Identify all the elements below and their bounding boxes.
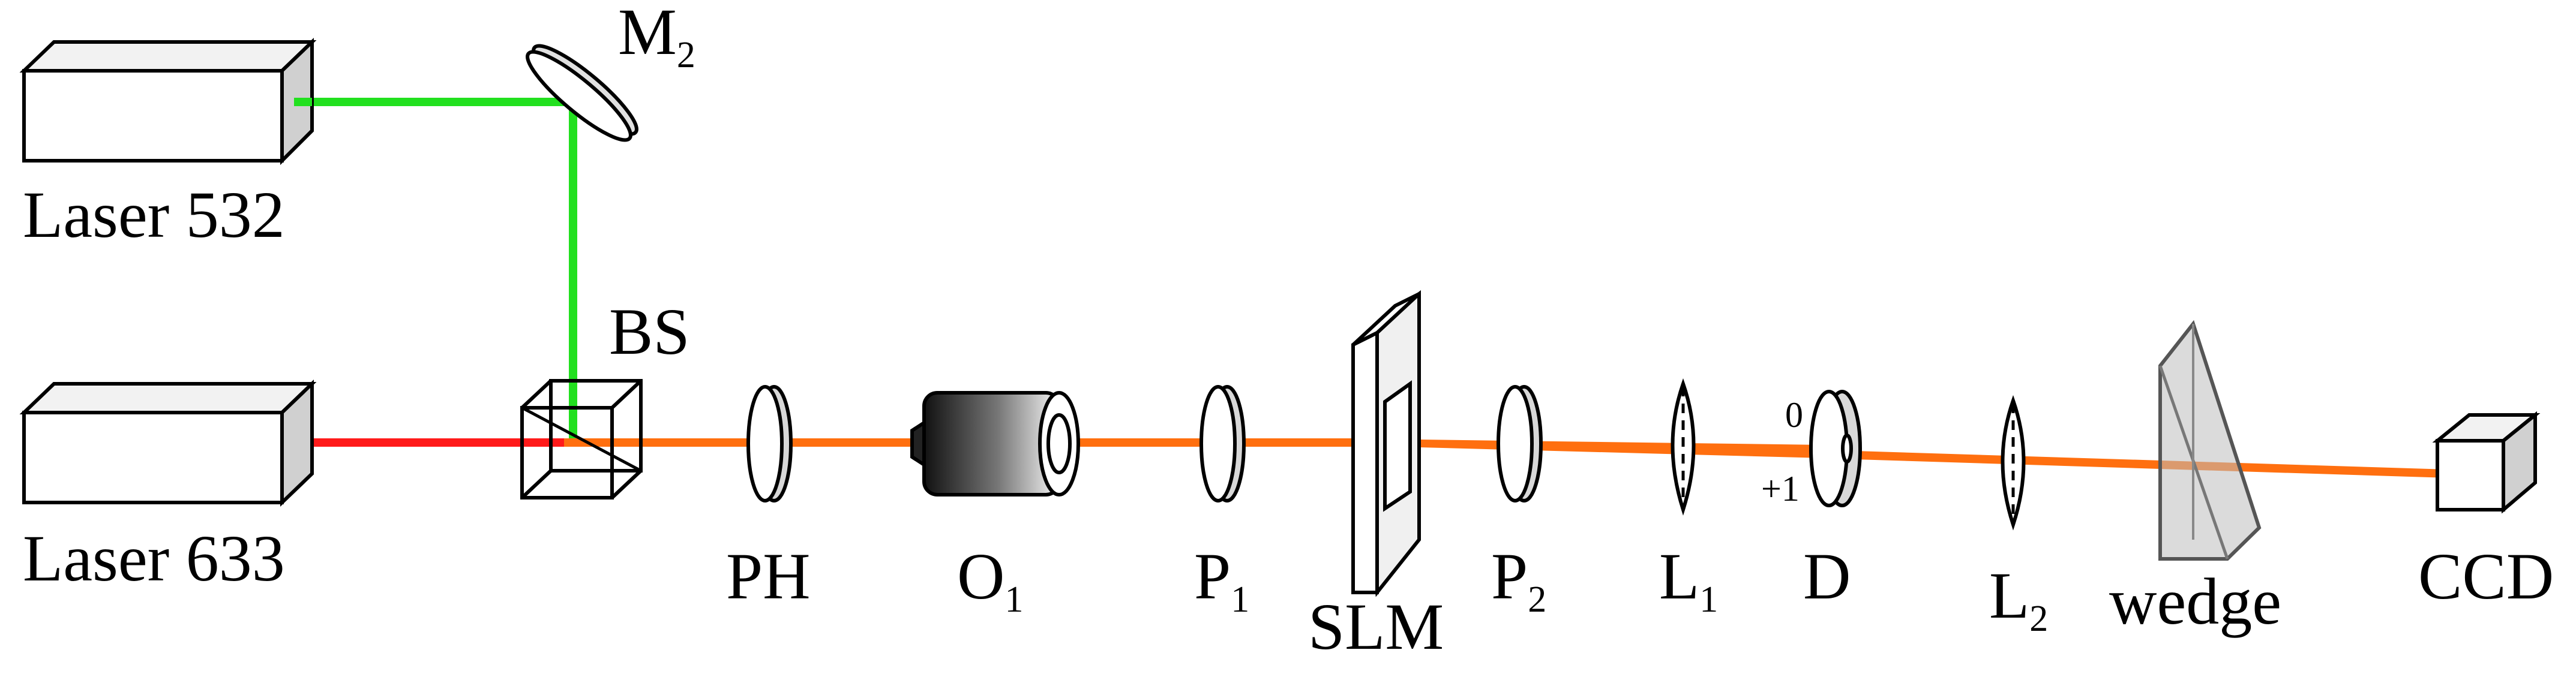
order-0-label: 0 [1785, 395, 1803, 435]
objective-o1 [910, 391, 1080, 497]
polarizer-p2 [1497, 385, 1543, 503]
lens-l1-label: L1 [1659, 540, 1718, 620]
ccd-camera [2432, 411, 2541, 514]
laser-633-box [19, 379, 317, 507]
beamsplitter-label: BS [609, 295, 690, 368]
diaphragm-d [1809, 390, 1862, 507]
wedge-label: wedge [2109, 565, 2281, 638]
lens-l2 [2001, 395, 2026, 531]
slm-label: SLM [1308, 590, 1444, 663]
beam-green [294, 98, 577, 441]
slm [1351, 290, 1421, 597]
polarizer-p1-label: P1 [1194, 540, 1249, 620]
mirror-m2-label: M2 [618, 0, 695, 76]
lens-l1 [1671, 378, 1696, 516]
beam-orange-output [1836, 450, 2449, 478]
laser-633-label: Laser 633 [23, 522, 285, 595]
diaphragm-label: D [1803, 540, 1851, 613]
laser-532-box [19, 37, 317, 166]
mirror-m2 [526, 44, 638, 142]
wedge-prism [2158, 320, 2262, 561]
laser-532-label: Laser 532 [23, 178, 285, 251]
lens-l2-label: L2 [1989, 559, 2048, 639]
polarizer-p2-label: P2 [1491, 540, 1546, 620]
beamsplitter-cube [520, 379, 643, 500]
polarizer-p1 [1199, 385, 1246, 503]
ccd-label: CCD [2418, 540, 2554, 613]
pinhole-label: PH [726, 540, 811, 613]
order-plus1-label: +1 [1761, 469, 1800, 508]
beam-orange-order1 [1374, 439, 1825, 458]
pinhole [746, 385, 793, 503]
objective-label: O1 [957, 540, 1023, 620]
